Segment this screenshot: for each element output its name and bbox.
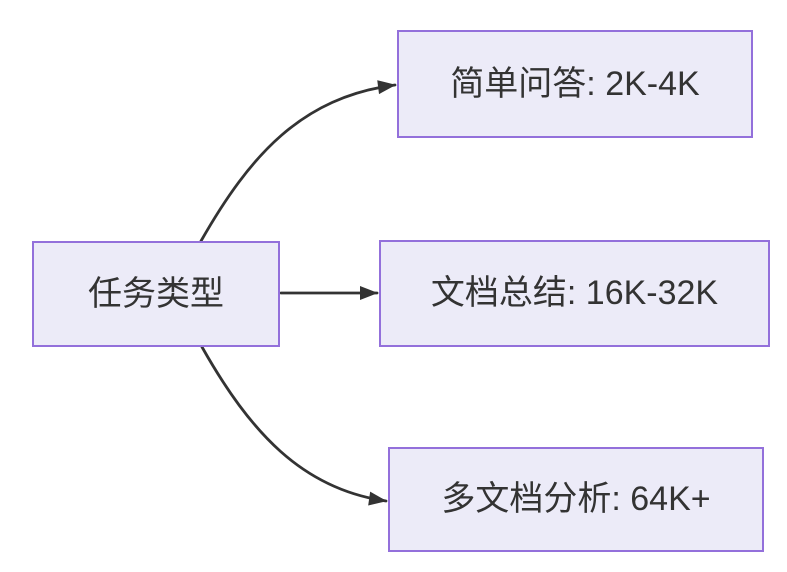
edge-task-to-simple-qa <box>199 80 397 243</box>
node-simple-qa: 简单问答: 2K-4K <box>397 30 753 138</box>
node-multi-doc-analysis: 多文档分析: 64K+ <box>388 447 764 552</box>
node-multi-doc-analysis-label: 多文档分析: 64K+ <box>441 480 711 519</box>
node-doc-summary: 文档总结: 16K-32K <box>379 240 770 347</box>
node-doc-summary-label: 文档总结: 16K-32K <box>430 274 719 313</box>
node-task-type: 任务类型 <box>32 241 280 347</box>
node-task-type-label: 任务类型 <box>88 274 224 313</box>
node-simple-qa-label: 简单问答: 2K-4K <box>450 64 700 103</box>
edge-task-to-multi-doc <box>200 345 388 506</box>
